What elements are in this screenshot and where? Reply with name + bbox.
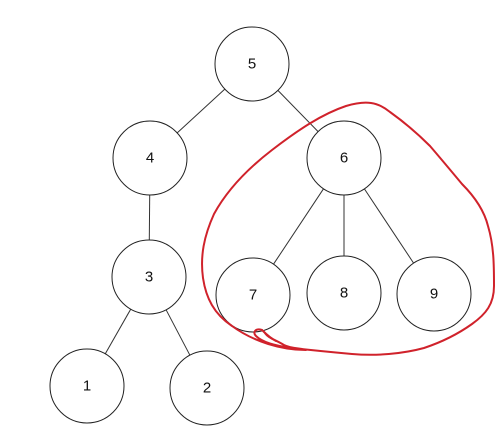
tree-node-4: 4 [112, 120, 188, 196]
tree-node-5: 5 [214, 26, 290, 102]
tree-node-3: 3 [111, 239, 187, 315]
node-label: 2 [203, 380, 211, 397]
tree-node-8: 8 [306, 255, 382, 331]
node-label: 8 [340, 285, 348, 302]
node-circle [306, 120, 382, 196]
highlight-hand-drawn-loop [201, 101, 495, 356]
tree-node-6: 6 [306, 120, 382, 196]
tree-node-1: 1 [49, 348, 125, 424]
edge-5-4 [176, 88, 226, 134]
node-label: 6 [340, 150, 348, 167]
edge-6-7 [273, 188, 324, 265]
node-circle [214, 26, 290, 102]
node-circle [112, 120, 188, 196]
node-label: 7 [249, 287, 257, 304]
tree-node-9: 9 [396, 256, 472, 332]
node-circle [396, 256, 472, 332]
node-label: 5 [248, 56, 256, 73]
nodes-layer: 5 4 6 3 7 8 9 1 2 [49, 26, 472, 426]
edge-3-2 [165, 309, 191, 356]
node-label: 3 [145, 269, 153, 286]
node-label: 4 [146, 150, 154, 167]
node-circle [169, 350, 245, 426]
highlight-layer [201, 101, 495, 356]
edge-6-9 [363, 188, 415, 264]
highlight-hand-drawn-loop-overlap [261, 329, 277, 342]
edge-5-6 [277, 90, 319, 132]
node-circle [49, 348, 125, 424]
node-circle [111, 239, 187, 315]
tree-node-2: 2 [169, 350, 245, 426]
edge-3-1 [104, 308, 132, 355]
node-circle [215, 257, 291, 333]
node-circle [306, 255, 382, 331]
tree-node-7: 7 [215, 257, 291, 333]
node-label: 1 [83, 378, 91, 395]
edges-layer [104, 88, 415, 356]
node-label: 9 [430, 286, 438, 303]
